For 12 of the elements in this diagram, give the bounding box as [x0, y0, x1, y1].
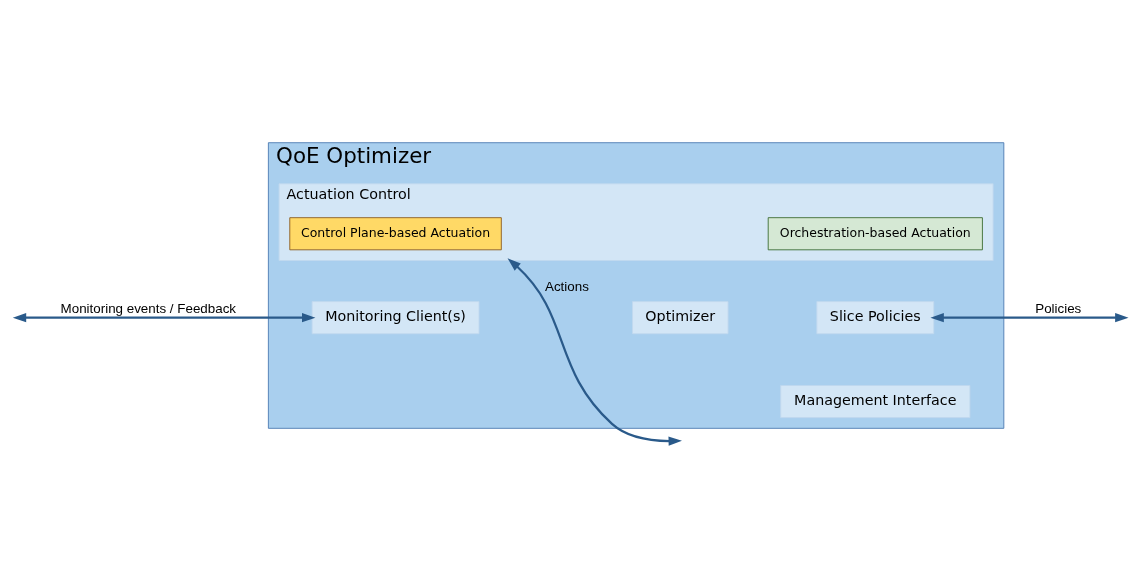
- arrow: [507, 257, 682, 446]
- arrow: [930, 312, 1129, 322]
- node-box: Orchestration-based Actuation: [767, 216, 983, 250]
- node-box: Optimizer: [632, 300, 729, 334]
- arrow: [12, 312, 316, 322]
- edge-label: Monitoring events / Feedback: [60, 300, 237, 316]
- node-box: Slice Policies: [816, 300, 935, 334]
- node-box: Monitoring Client(s): [311, 300, 480, 334]
- edge-label: Policies: [1035, 300, 1082, 316]
- edge-label: Actions: [544, 278, 589, 294]
- node-box: Control Plane-based Actuation: [289, 216, 502, 250]
- node-box: Management Interface: [780, 384, 971, 418]
